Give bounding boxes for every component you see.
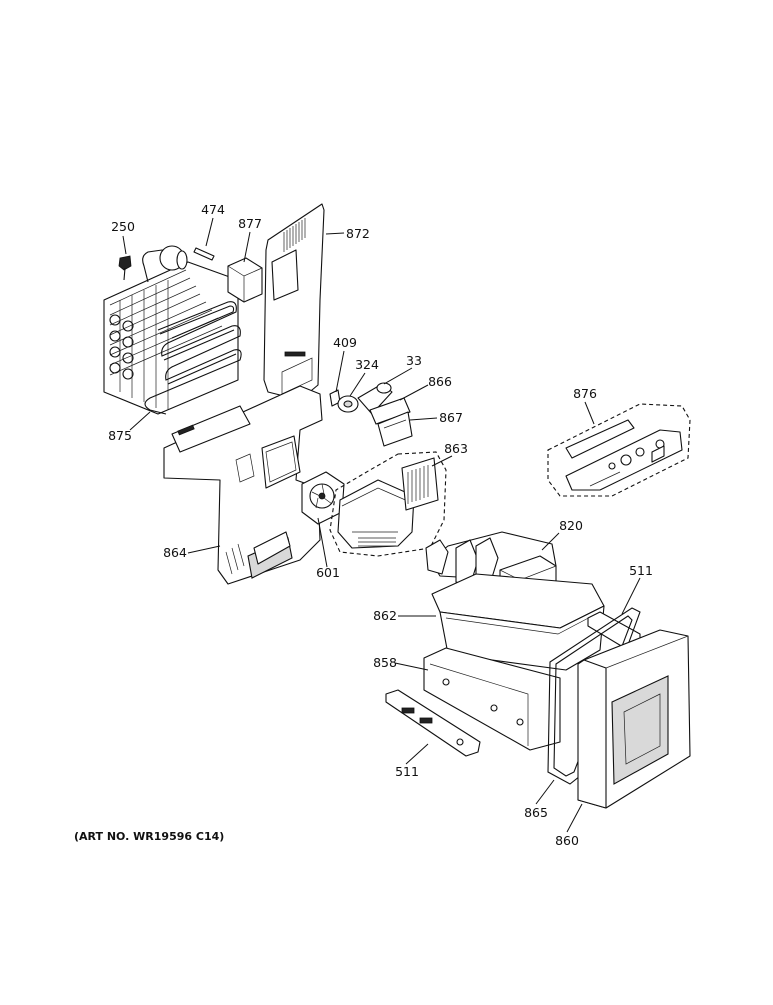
part-250-valve — [118, 255, 132, 281]
callout-860: 860 — [555, 833, 579, 848]
callout-867: 867 — [439, 410, 463, 425]
callout-409: 409 — [333, 335, 357, 350]
callout-511-upper: 511 — [629, 563, 653, 578]
callout-864: 864 — [163, 545, 187, 560]
part-875-coil-assembly — [103, 245, 242, 415]
callout-866: 866 — [428, 374, 452, 389]
part-33-auger — [357, 382, 393, 415]
callout-601: 601 — [316, 565, 340, 580]
callout-875: 875 — [108, 428, 132, 443]
part-866-bracket — [369, 397, 411, 425]
callout-863: 863 — [444, 441, 468, 456]
callout-865: 865 — [524, 805, 548, 820]
callout-872: 872 — [346, 226, 370, 241]
callout-877: 877 — [238, 216, 262, 231]
part-877-cover — [227, 257, 263, 303]
callout-labels: 250 474 877 872 875 409 324 33 866 867 8… — [108, 202, 653, 848]
callout-33: 33 — [406, 353, 422, 368]
part-511-rail-lower — [385, 689, 481, 757]
callout-858: 858 — [373, 655, 397, 670]
part-863-duct-group — [329, 451, 447, 557]
part-864-housing-panel — [163, 385, 323, 585]
part-867-plate — [377, 411, 413, 447]
part-474-clip — [193, 247, 215, 261]
callout-250: 250 — [111, 219, 135, 234]
part-601-fan — [301, 471, 345, 525]
callout-511-lower: 511 — [395, 764, 419, 779]
part-324-motor — [337, 395, 359, 413]
part-876-control-group — [547, 403, 691, 497]
callout-474: 474 — [201, 202, 225, 217]
callout-324: 324 — [355, 357, 379, 372]
callout-862: 862 — [373, 608, 397, 623]
leader-lines — [122, 217, 641, 833]
callout-876: 876 — [573, 386, 597, 401]
part-872-rear-panel — [263, 203, 325, 401]
part-860-door — [577, 629, 691, 809]
art-number: (ART NO. WR19596 C14) — [74, 830, 224, 843]
callout-820: 820 — [559, 518, 583, 533]
part-858-drawer-frame — [423, 647, 561, 751]
